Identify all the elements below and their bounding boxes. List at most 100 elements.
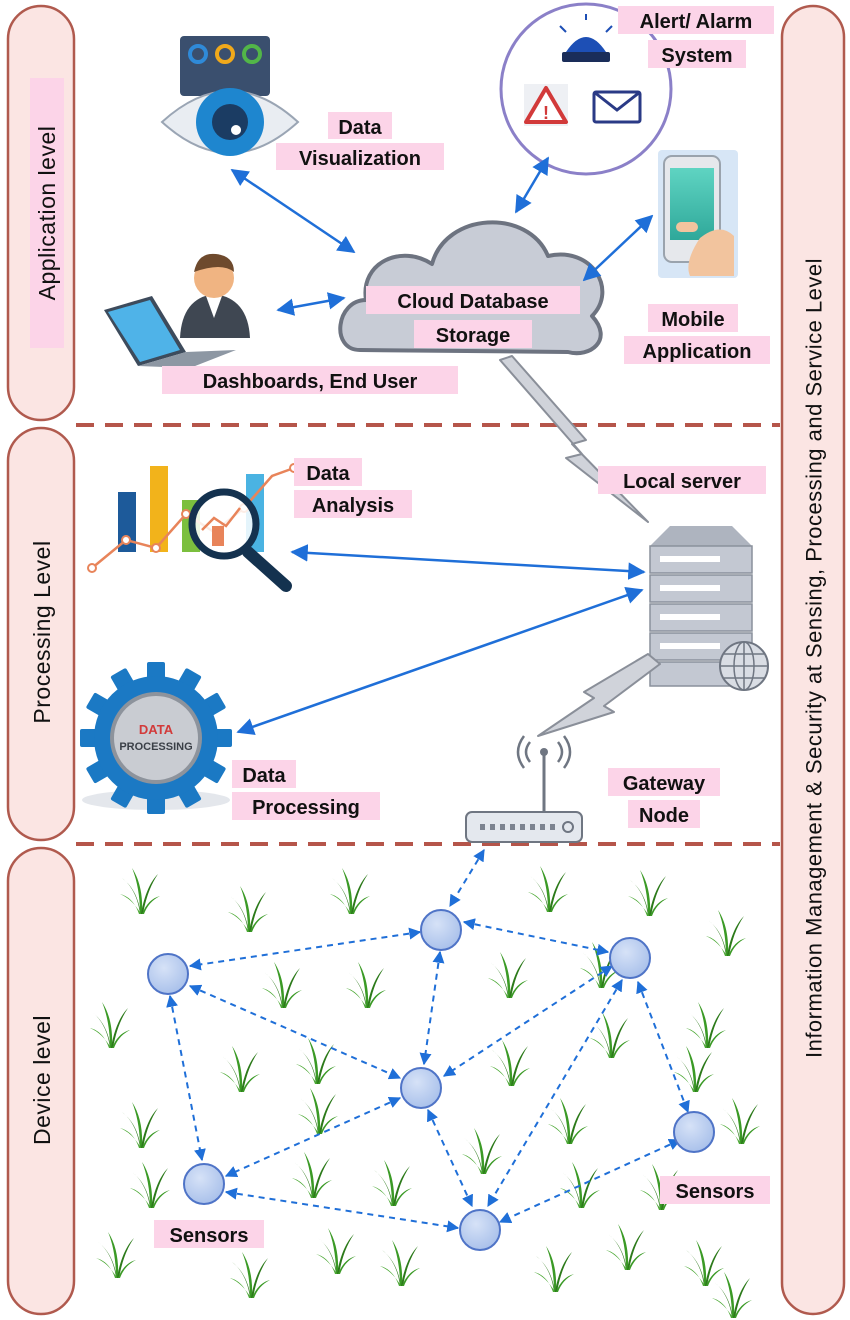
device-level-label: Device level: [29, 1015, 55, 1145]
link-gateway-n1: [449, 848, 485, 908]
grass-icon: [606, 1224, 646, 1270]
grass-icon: [220, 1046, 260, 1092]
grass-icon: [462, 1128, 502, 1174]
sensor-node-icon: [420, 909, 462, 951]
link-n1-n3: [462, 918, 610, 956]
sensors-left-label: Sensors: [154, 1220, 264, 1248]
application-level-label-group: Application level: [30, 78, 64, 348]
sensor-nodes: [147, 909, 715, 1251]
grass-icon: [346, 962, 386, 1008]
local-server-label-text: Local server: [623, 471, 741, 493]
data-analysis-label: Data Analysis: [294, 458, 412, 518]
sensor-node-icon: [183, 1163, 225, 1205]
grass-icon: [296, 1038, 336, 1084]
sensor-links: [166, 848, 690, 1233]
cloud-label: Cloud Database Storage: [366, 286, 580, 348]
side-band: [780, 4, 846, 1316]
gear-icon: DATA PROCESSING: [80, 662, 232, 814]
gateway-label-line2: Node: [639, 805, 689, 827]
grass-icon: [298, 1088, 338, 1134]
grass-icon: [228, 886, 268, 932]
processing-level-label-group: Processing Level: [29, 540, 55, 723]
data-analysis-label-line2: Analysis: [312, 495, 394, 517]
laptop-icon: [104, 296, 236, 368]
processing-level-band: [6, 426, 76, 842]
local-server-label: Local server: [598, 466, 766, 494]
alert-alarm-label-line1: Alert/ Alarm: [640, 11, 753, 33]
link-n3-n4: [442, 965, 614, 1077]
lightning-icon-lower: [537, 653, 661, 737]
alert-alarm-label-line2: System: [661, 45, 732, 67]
grass-icon: [372, 1160, 412, 1206]
dashboards-label: Dashboards, End User: [162, 366, 458, 394]
application-arrows: [230, 156, 654, 316]
bar-chart-icon: [87, 463, 299, 573]
grass-icon: [706, 910, 746, 956]
sensors-right-label: Sensors: [660, 1176, 770, 1204]
link-n4-n6: [427, 1108, 473, 1208]
grass-icon: [230, 1252, 270, 1298]
data-processing-label: Data Processing: [232, 760, 380, 820]
mobile-label: Mobile Application: [624, 304, 770, 364]
grass-icon: [534, 1246, 574, 1292]
gateway-label: Gateway Node: [608, 768, 720, 828]
alert-alarm-label: Alert/ Alarm System: [618, 6, 774, 68]
arrow-mobile-cloud: [582, 214, 654, 282]
link-n4-n5: [224, 1096, 402, 1178]
globe-icon: [719, 641, 769, 691]
gateway-label-line1: Gateway: [623, 773, 706, 795]
eye-icon: [160, 36, 300, 156]
sensor-node-icon: [609, 937, 651, 979]
data-visualization-label: Data Visualization: [276, 112, 444, 170]
dashboards-label-text: Dashboards, End User: [203, 371, 418, 393]
gear-badge-line2: PROCESSING: [119, 741, 192, 753]
arrow-user-cloud: [276, 292, 346, 316]
grass-icon: [380, 1240, 420, 1286]
grass-icon: [330, 868, 370, 914]
side-band-label: Information Management & Security at Sen…: [802, 258, 827, 1058]
cloud-label-line1: Cloud Database: [397, 291, 548, 313]
arrow-analysis-server: [290, 544, 646, 580]
processing-level-label: Processing Level: [29, 540, 55, 723]
cloud-label-line2: Storage: [436, 325, 510, 347]
link-n1-n2: [188, 927, 422, 971]
sensors-left-label-text: Sensors: [170, 1225, 249, 1247]
grass-icon: [292, 1152, 332, 1198]
sensor-node-icon: [400, 1067, 442, 1109]
grass-icon: [528, 866, 568, 912]
grass-icon: [90, 1002, 130, 1048]
grass-icon: [262, 962, 302, 1008]
link-n1-n4: [419, 950, 445, 1066]
data-analysis-label-line1: Data: [306, 463, 350, 485]
alert-alarm-group: !: [499, 2, 673, 176]
mobile-label-line2: Application: [643, 341, 752, 363]
phone-icon: [658, 150, 738, 278]
gear-badge-line1: DATA: [139, 722, 174, 737]
mail-icon: [592, 90, 642, 124]
link-n3-n6: [487, 978, 623, 1208]
link-n2-n5: [166, 994, 206, 1162]
grass-icon: [548, 1098, 588, 1144]
magnifier-icon: [188, 488, 292, 592]
grass-icon: [674, 1046, 714, 1092]
svg-text:!: !: [543, 103, 549, 123]
data-processing-label-line1: Data: [242, 765, 286, 787]
device-level-label-group: Device level: [29, 1015, 55, 1145]
sensor-node-icon: [673, 1111, 715, 1153]
grass-icon: [628, 870, 668, 916]
arrow-processing-server: [236, 586, 644, 736]
grass-icon: [130, 1162, 170, 1208]
lightning-icon: [499, 355, 649, 523]
grass-icon: [684, 1240, 724, 1286]
grass-icon: [560, 1162, 600, 1208]
arrow-vis-cloud: [230, 168, 356, 254]
warning-icon: !: [524, 84, 568, 126]
grass-icon: [686, 1002, 726, 1048]
sensor-node-icon: [147, 953, 189, 995]
device-level-band: [6, 846, 76, 1316]
grass-icon: [590, 1012, 630, 1058]
link-n2-n4: [188, 984, 402, 1080]
grass-icon: [488, 952, 528, 998]
router-icon: [465, 735, 583, 843]
arrow-alert-cloud: [514, 156, 550, 214]
